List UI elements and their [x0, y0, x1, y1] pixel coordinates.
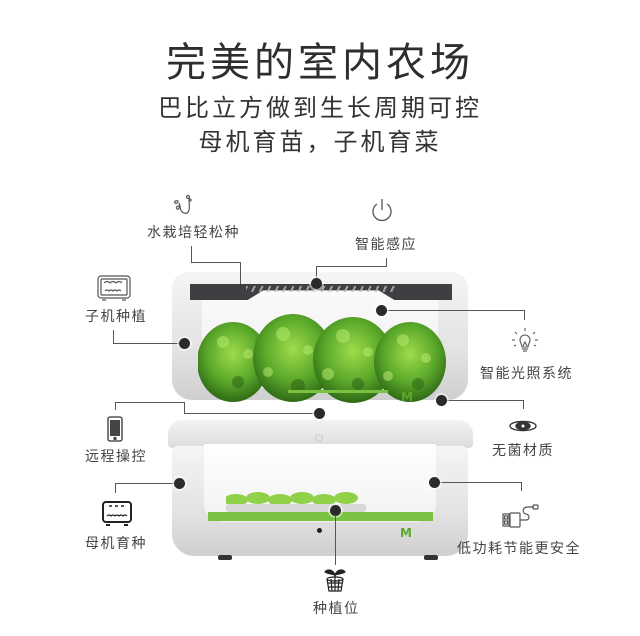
subtitle-line-1: 巴比立方做到生长周期可控 [158, 94, 482, 122]
connector-hydroponics [191, 246, 192, 263]
connector-smart-sensing [386, 258, 387, 266]
mother-unit-icon [101, 500, 133, 528]
connector-planting-slot [335, 515, 336, 565]
subtitle-line-2: 母机育苗，子机育菜 [198, 128, 442, 156]
feature-label-mother-unit: 母机育种 [85, 536, 147, 552]
connector-hydroponics [191, 262, 241, 263]
feature-label-hydroponics: 水栽培轻松种 [147, 225, 240, 241]
hotspot-planting-slot [330, 505, 341, 516]
connector-remote-control [115, 402, 185, 403]
connector-low-power [521, 482, 522, 491]
plug-icon [502, 503, 540, 529]
seedlings [226, 490, 366, 514]
feature-label-sterile-material: 无菌材质 [492, 443, 554, 459]
hotspot-smart-lighting [376, 305, 387, 316]
feature-label-remote-control: 远程操控 [85, 449, 147, 465]
material-icon [507, 418, 539, 434]
lower-green-tray [208, 512, 433, 521]
hotspot-sterile-material [436, 395, 447, 406]
connector-smart-lighting [524, 310, 525, 320]
hotspot-child-unit [179, 338, 190, 349]
connector-remote-control [115, 402, 116, 410]
hotspot-remote-control [314, 408, 325, 419]
connector-low-power [436, 482, 522, 483]
feature-label-planting-slot: 种植位 [313, 601, 360, 617]
sprout-icon [172, 193, 194, 217]
lightbulb-icon [510, 326, 540, 356]
lower-logo: M [400, 526, 412, 540]
feature-label-child-unit: 子机种植 [85, 309, 147, 325]
planting-basket-icon [320, 565, 350, 595]
hotspot-smart-sensing [311, 278, 322, 289]
connector-child-unit [113, 330, 114, 344]
foot-right [424, 555, 438, 560]
connector-sterile-material [443, 400, 524, 401]
smartphone-icon [107, 416, 123, 442]
connector-sterile-material [523, 400, 524, 409]
page-title: 完美的室内农场 [166, 40, 474, 86]
connector-child-unit [113, 343, 185, 344]
power-icon [371, 198, 393, 222]
feature-label-smart-lighting: 智能光照系统 [480, 366, 573, 382]
connector-remote-control [184, 402, 185, 414]
connector-smart-sensing [316, 266, 317, 280]
connector-hydroponics [240, 262, 241, 284]
lettuce-crop [198, 312, 446, 404]
feature-label-smart-sensing: 智能感应 [355, 237, 417, 253]
connector-smart-lighting [383, 310, 525, 311]
connector-mother-unit [115, 483, 179, 484]
connector-mother-unit [115, 483, 116, 493]
product-image: M M [168, 272, 473, 567]
connector-smart-sensing [316, 266, 387, 267]
upper-green-tray [288, 390, 388, 393]
upper-logo: M [401, 390, 413, 404]
child-unit-icon [96, 274, 132, 304]
light-bar-vents [246, 286, 396, 292]
connector-remote-control [184, 413, 314, 414]
hotspot-mother-unit [174, 478, 185, 489]
feature-label-low-power: 低功耗节能更安全 [457, 541, 581, 557]
lower-indicator [317, 528, 322, 533]
foot-left [218, 555, 232, 560]
lid-button [315, 434, 323, 442]
hotspot-low-power [429, 477, 440, 488]
